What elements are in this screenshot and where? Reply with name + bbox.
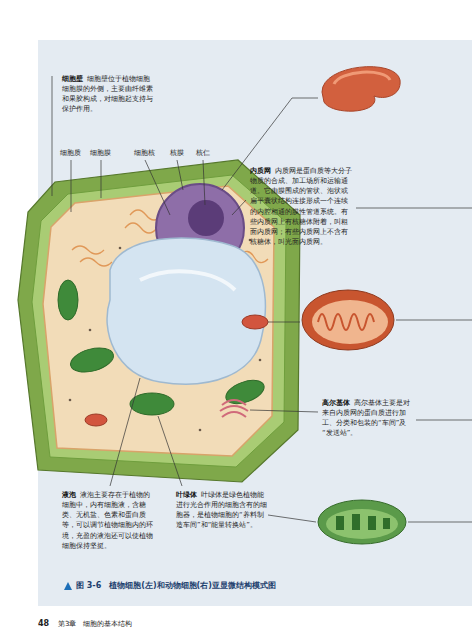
callout-heading: 叶绿体 bbox=[176, 491, 197, 499]
callout-text: 液泡液泡主要存在于植物的细胞中，内有细胞液，含糖类、无机盐、色素和蛋白质等，可以… bbox=[62, 490, 154, 551]
leader-line bbox=[52, 76, 472, 522]
figure-caption: 图 3-6 植物细胞(左)和动物细胞(右)亚显微结构模式图 bbox=[76, 580, 276, 592]
callout-body: 液泡主要存在于植物的细胞中，内有细胞液，含糖类、无机盐、色素和蛋白质等，可以调节… bbox=[62, 491, 153, 550]
callout-heading: 液泡 bbox=[62, 491, 76, 499]
chloroplast-illustration bbox=[318, 500, 406, 544]
part-label: 核膜 bbox=[170, 148, 184, 158]
mitochondrion bbox=[242, 315, 268, 329]
ribosome bbox=[69, 239, 262, 432]
callout-text: 细胞壁细胞壁位于植物细胞细胞膜的外侧，主要由纤维素和果胶构成，对细胞起支持与保护… bbox=[62, 74, 154, 115]
page-number: 48 bbox=[38, 618, 49, 630]
mitochondrion-illustration bbox=[302, 290, 394, 350]
part-label: 核仁 bbox=[196, 148, 210, 158]
panel bbox=[38, 40, 472, 606]
part-label: 细胞核 bbox=[134, 148, 155, 158]
golgi-illustration bbox=[322, 67, 400, 112]
vacuole bbox=[107, 238, 265, 384]
caption-marker bbox=[64, 582, 72, 590]
callout-heading: 细胞壁 bbox=[62, 75, 83, 83]
part-label: 细胞质 bbox=[60, 148, 81, 158]
callout-heading: 内质网 bbox=[250, 167, 271, 175]
chloroplast bbox=[58, 280, 267, 415]
callout-text: 叶绿体叶绿体是绿色植物能进行光合作用的细胞含有的细胞器，是植物细胞的“养料制造车… bbox=[176, 490, 268, 531]
nucleolus bbox=[188, 200, 224, 236]
cell-wall-face bbox=[32, 175, 286, 467]
golgi bbox=[220, 400, 248, 417]
part-label: 细胞膜 bbox=[90, 148, 111, 158]
running-footer: 第3章 细胞的基本结构 bbox=[58, 619, 132, 629]
callout-body: 内质网是蛋白质等大分子物质的合成、加工场所和运输通道。它由膜围成的管状、泡状或扁… bbox=[250, 167, 352, 246]
callout-heading: 高尔基体 bbox=[322, 399, 350, 407]
callout-text: 高尔基体高尔基体主要是对来自内质网的蛋白质进行加工、分类和包装的“车间”及“发送… bbox=[322, 398, 414, 439]
callout-text: 内质网内质网是蛋白质等大分子物质的合成、加工场所和运输通道。它由膜围成的管状、泡… bbox=[250, 166, 354, 247]
